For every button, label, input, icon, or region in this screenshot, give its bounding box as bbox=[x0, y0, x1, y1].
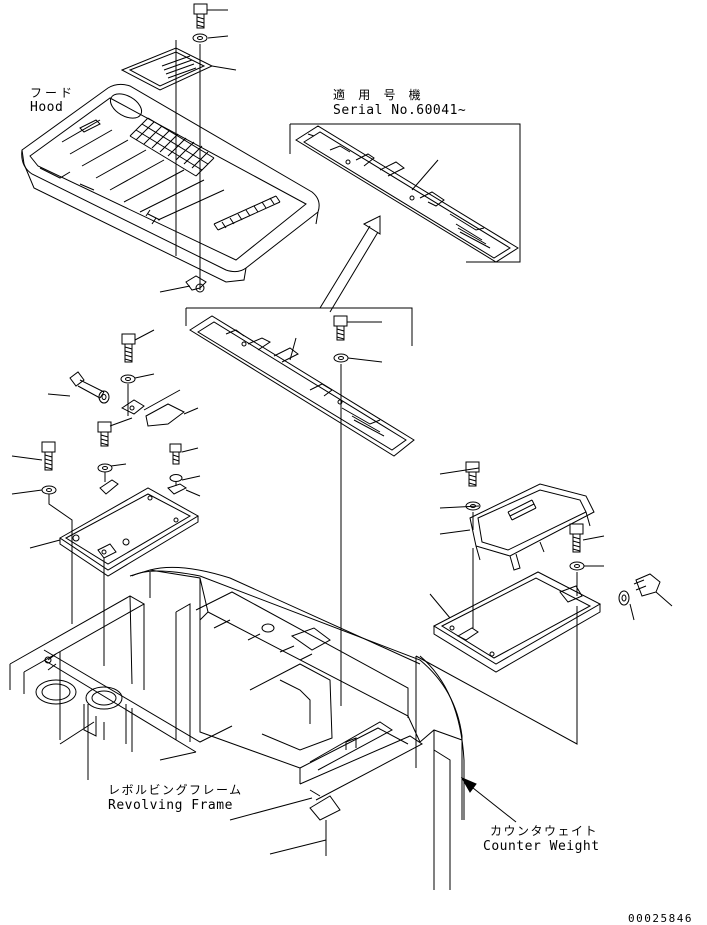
center-plate bbox=[186, 308, 414, 456]
hood-cover-plate bbox=[122, 48, 212, 90]
hood-bolt bbox=[193, 4, 207, 42]
hood-label: Hood bbox=[30, 100, 64, 115]
left-brackets bbox=[100, 400, 186, 494]
revolving-frame bbox=[10, 567, 462, 890]
counterweight-label: Counter Weight bbox=[483, 839, 600, 854]
serial-variant-box bbox=[290, 124, 520, 262]
hood-part bbox=[22, 84, 319, 282]
right-bolts bbox=[466, 462, 660, 605]
counterweight-label-jp: カウンタウェイト bbox=[490, 824, 599, 838]
counterweight-arrow bbox=[462, 778, 516, 822]
serial-label-jp: 適 用 号 機 bbox=[333, 88, 424, 102]
hood-label-jp: フード bbox=[30, 86, 76, 100]
counterweight bbox=[420, 656, 464, 890]
left-plate bbox=[60, 488, 198, 576]
revolving-frame-label: Revolving Frame bbox=[108, 798, 233, 813]
drawing-code: 00025846 bbox=[628, 912, 693, 925]
center-bolt bbox=[334, 316, 348, 362]
revolving-frame-label-jp: レボルビングフレーム bbox=[108, 783, 243, 797]
right-plate bbox=[434, 572, 600, 672]
left-bolts bbox=[42, 334, 182, 494]
arrow bbox=[320, 216, 380, 312]
right-cover bbox=[470, 484, 594, 570]
hood-latch bbox=[186, 276, 206, 292]
serial-label: Serial No.60041~ bbox=[333, 103, 467, 118]
